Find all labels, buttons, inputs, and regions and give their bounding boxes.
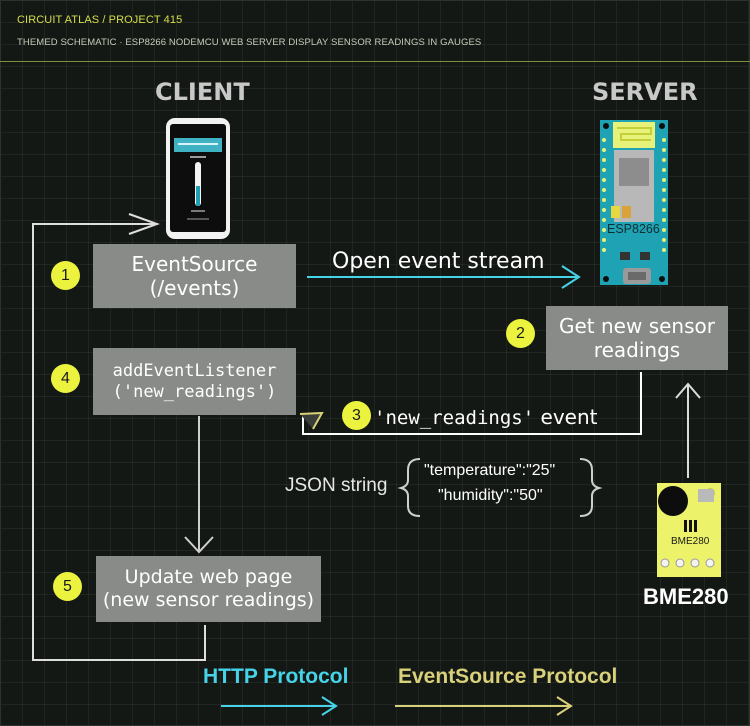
sensor-arrowhead [675, 382, 701, 399]
get-readings-box: Get new sensor readings [546, 306, 728, 370]
update-page-line1: Update web page [124, 566, 293, 589]
json-line-temperature: "temperature":"25" [424, 462, 556, 479]
header: CIRCUIT ATLAS / PROJECT 415 THEMED SCHEM… [0, 0, 750, 62]
legend-es-arrowhead [556, 696, 573, 716]
update-page-box: Update web page (new sensor readings) [96, 556, 321, 622]
add-listener-box: addEventListener ('new_readings') [93, 348, 296, 415]
open-stream-label: Open event stream [332, 249, 545, 274]
open-stream-arrowhead [561, 265, 581, 289]
step-3-badge: 3 [342, 401, 371, 430]
phone-illustration [166, 118, 230, 239]
header-subtitle: THEMED SCHEMATIC · ESP8266 NODEMCU WEB S… [17, 37, 482, 48]
event-arrowhead [299, 411, 324, 430]
bme280-sensor-illustration [657, 483, 721, 577]
listener-arrowhead [184, 536, 214, 554]
json-left-brace [397, 458, 421, 517]
bme280-caption: BME280 [643, 584, 729, 609]
header-brand: CIRCUIT ATLAS / PROJECT 415 [17, 14, 183, 26]
get-readings-line1: Get new sensor [559, 314, 715, 338]
add-listener-line2: ('new_readings') [112, 381, 277, 402]
update-page-line2: (new sensor readings) [102, 589, 315, 611]
event-word: event [534, 405, 598, 429]
esp8266-board-illustration [600, 120, 668, 285]
json-line-humidity: "humidity":"50" [438, 487, 543, 504]
bme280-chip-text: BME280 [671, 536, 710, 547]
server-title: SERVER [592, 78, 698, 106]
event-arrow [302, 372, 642, 435]
eventsource-box: EventSource (/events) [93, 244, 296, 308]
legend-http-arrowhead [321, 696, 338, 716]
eventsource-line2: (/events) [149, 276, 240, 300]
esp8266-label: ESP8266 [607, 222, 660, 236]
add-listener-line1: addEventListener [112, 361, 277, 382]
legend-http-label: HTTP Protocol [203, 665, 349, 688]
step-4-badge: 4 [51, 364, 80, 393]
step-5-badge: 5 [53, 572, 82, 601]
json-right-brace [579, 458, 603, 517]
step-2-badge: 2 [506, 319, 535, 348]
event-label: 'new_readings' event [374, 405, 597, 429]
get-readings-line2: readings [593, 338, 681, 362]
client-title: CLIENT [155, 78, 250, 106]
eventsource-line1: EventSource [131, 252, 258, 276]
legend-eventsource-label: EventSource Protocol [398, 665, 618, 688]
http-loop-arrowhead [128, 213, 160, 235]
http-loop-line [32, 223, 206, 661]
json-string-label: JSON string [285, 475, 388, 496]
event-code: 'new_readings' [374, 407, 535, 429]
step-1-badge: 1 [51, 261, 80, 290]
